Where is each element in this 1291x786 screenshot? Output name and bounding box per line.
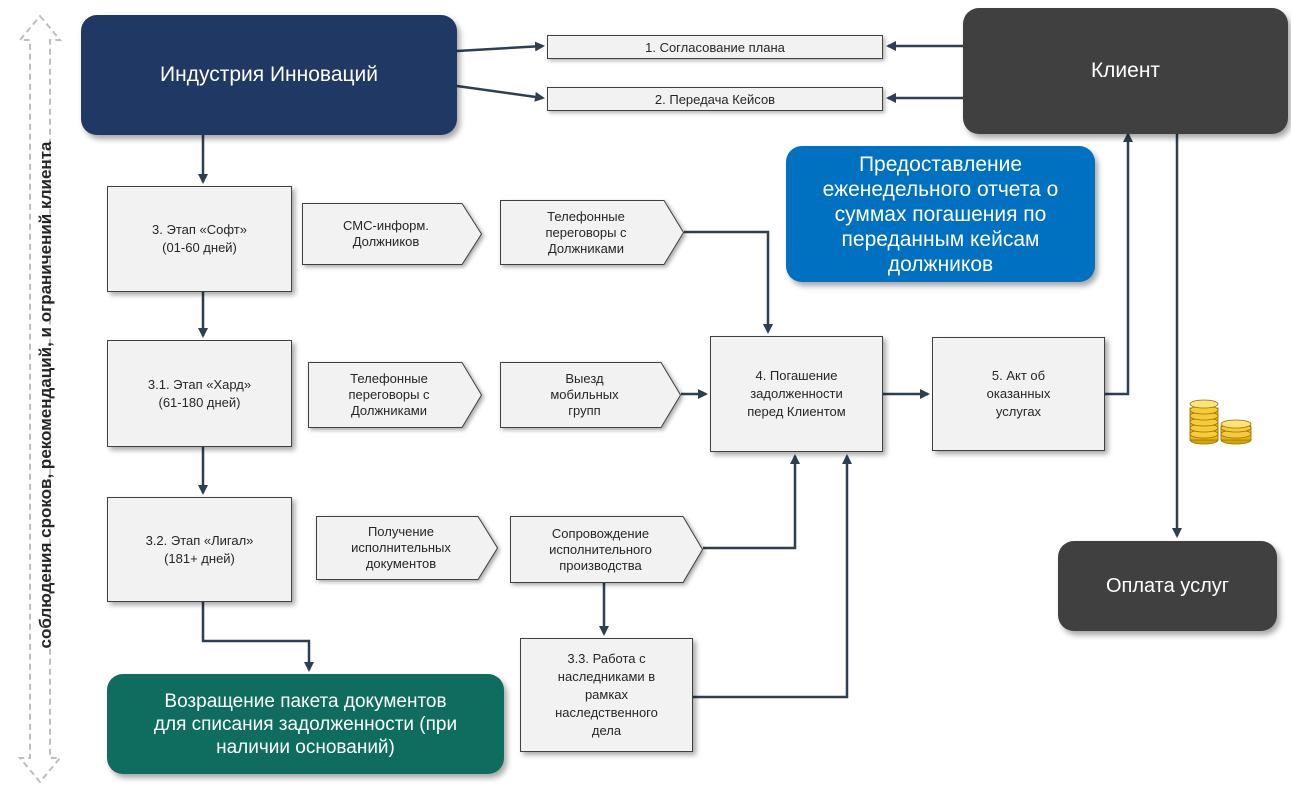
stage-hard: 3.1. Этап «Хард» (61-180 дней) — [107, 340, 292, 447]
action-enforcement: Сопровождение исполнительного производст… — [510, 516, 704, 583]
step-cases: 2. Передача Кейсов — [547, 87, 883, 111]
stage-hard-label: 3.1. Этап «Хард» (61-180 дней) — [147, 376, 252, 410]
industry-label: Индустрия Инноваций — [160, 63, 378, 86]
action-calls-hard-label: Телефонные переговоры с Должниками — [348, 371, 430, 418]
action-enforcement-label: Сопровождение исполнительного производст… — [549, 525, 652, 573]
action-exec-docs: Получение исполнительных документов — [316, 516, 499, 580]
action-sms: СМС-информ. Должников — [302, 203, 483, 265]
stage-heirs: 3.3. Работа с наследниками в рамках насл… — [520, 638, 693, 752]
client-box: Клиент — [963, 8, 1288, 134]
action-sms-label: СМС-информ. Должников — [343, 218, 429, 249]
stage-soft: 3. Этап «Софт» (01-60 дней) — [107, 186, 292, 292]
stage-heirs-label: 3.3. Работа с наследниками в рамках насл… — [555, 651, 658, 738]
payment-label: Оплата услуг — [1105, 574, 1230, 597]
double-arrow-icon — [17, 14, 63, 784]
stage-act-label: 5. Акт об оказанных услугах — [986, 368, 1051, 419]
stage-repayment-label: 4. Погашение задолженности перед Клиенто… — [747, 368, 846, 419]
action-visit-label: Выезд мобильных групп — [550, 371, 619, 418]
action-exec-docs-label: Получение исполнительных документов — [351, 524, 451, 571]
industry-box: Индустрия Инноваций — [81, 15, 457, 135]
action-calls-hard: Телефонные переговоры с Должниками — [308, 362, 483, 428]
action-calls-soft-label: Телефонные переговоры с Должниками — [545, 208, 627, 256]
stage-soft-label: 3. Этап «Софт» (01-60 дней) — [152, 222, 247, 255]
stage-repayment: 4. Погашение задолженности перед Клиенто… — [710, 336, 883, 452]
payment-box: Оплата услуг — [1058, 541, 1277, 631]
return-docs-label: Возращение пакета документов для списани… — [153, 690, 458, 758]
report-box: Предоставление еженедельного отчета о су… — [786, 146, 1095, 282]
step-plan: 1. Согласование плана — [547, 35, 883, 59]
stage-legal-label: 3.2. Этап «Лигал» (181+ дней) — [145, 532, 254, 566]
action-visit: Выезд мобильных групп — [500, 362, 682, 428]
stage-act: 5. Акт об оказанных услугах — [932, 337, 1105, 451]
client-label: Клиент — [1090, 59, 1161, 82]
report-label: Предоставление еженедельного отчета о су… — [822, 152, 1059, 276]
return-docs-box: Возращение пакета документов для списани… — [107, 674, 504, 774]
coins-icon — [1189, 399, 1252, 445]
step-cases-label: 2. Передача Кейсов — [654, 91, 776, 107]
action-calls-soft: Телефонные переговоры с Должниками — [500, 200, 685, 265]
step-plan-label: 1. Согласование плана — [645, 39, 785, 55]
stage-legal: 3.2. Этап «Лигал» (181+ дней) — [107, 497, 292, 602]
